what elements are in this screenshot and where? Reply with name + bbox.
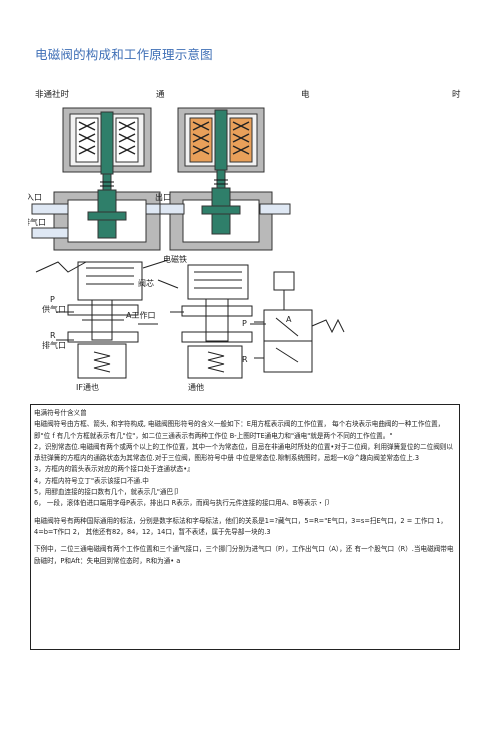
subtitle-part-1: 非通社时 (35, 90, 70, 100)
label-p: P (50, 295, 55, 304)
label-solenoid: 电磁铁 (163, 254, 187, 264)
label-inlet: 入口 (28, 193, 42, 202)
label-r-exhaust: 排气口 (42, 340, 66, 350)
note-heading: 电满符号什含义曾 (34, 409, 87, 417)
note-paragraph: 4，方框内符号立丁"表示该接口不通.中 (34, 476, 149, 485)
label-p-symbol: P (242, 319, 247, 328)
solenoid-valve-diagram: 入口 排气口 出口 (22, 100, 468, 400)
valve-de-energized (31, 107, 179, 251)
note-paragraph: 下例中，二位三通电磁阀有两个工作位置和三个通气接口，三个挪门分别为进气口（P），… (34, 545, 454, 565)
note-paragraph: 2，识别常态位.电磁阀有两个或两个以上的工作位置，其中一个为常态位，目忌在非通电… (34, 442, 453, 463)
caption-right: 通他 (188, 383, 204, 392)
subtitle-part-2: 通 (156, 90, 165, 100)
label-r: R (50, 331, 56, 340)
page-title: 电磁阀的构成和工作原理示意图 (35, 47, 213, 62)
label-exhaust: 排气口 (28, 217, 46, 227)
note-paragraph: 3，方框内的箭头表示对应的两个接口处于连通状态•』 (34, 465, 194, 474)
subtitle-part-3: 电 (301, 90, 310, 100)
subtitle-part-4: 时 (452, 90, 461, 100)
note-paragraph: 5，用醪血连接的接口数有几个，就表示几"通巴卩 (34, 488, 180, 497)
label-valve-core: 阀芯 (138, 278, 154, 288)
valve-schematic (35, 259, 179, 379)
note-paragraph: 6， 一段，滚体伯进口端用字母P表示，排出口 R表示，而阀与执行元件连接的接口用… (34, 499, 331, 508)
valve-symbol (254, 271, 345, 373)
label-a-port: A工作口 (126, 310, 155, 320)
caption-left: IF通也 (76, 383, 99, 392)
valve-diagram-svg: 入口 排气口 出口 (22, 107, 345, 379)
notes-box: 电满符号什含义曾 电磁阀符号由方框、箭头, 和字符构成, 电磁阀图形符号的含义一… (30, 404, 460, 650)
label-supply: 供气口 (42, 304, 66, 314)
note-paragraph: 电磁阀符号由方框、箭头, 和字符构成, 电磁阀图形符号的含义一般如下：E用方框表… (34, 420, 445, 440)
label-outlet: 出口 (155, 192, 171, 202)
valve-schematic-energized (170, 264, 266, 379)
label-r-symbol: R (242, 355, 248, 364)
valve-energized (159, 107, 291, 251)
plunger (100, 111, 114, 175)
note-paragraph: 电磁阀符号有两种国际通用的标法，分别是数字标法和字母标法，他们的关系是1=?藏气… (34, 516, 447, 536)
inlet-pipe (31, 203, 69, 215)
label-a: A (286, 315, 292, 324)
